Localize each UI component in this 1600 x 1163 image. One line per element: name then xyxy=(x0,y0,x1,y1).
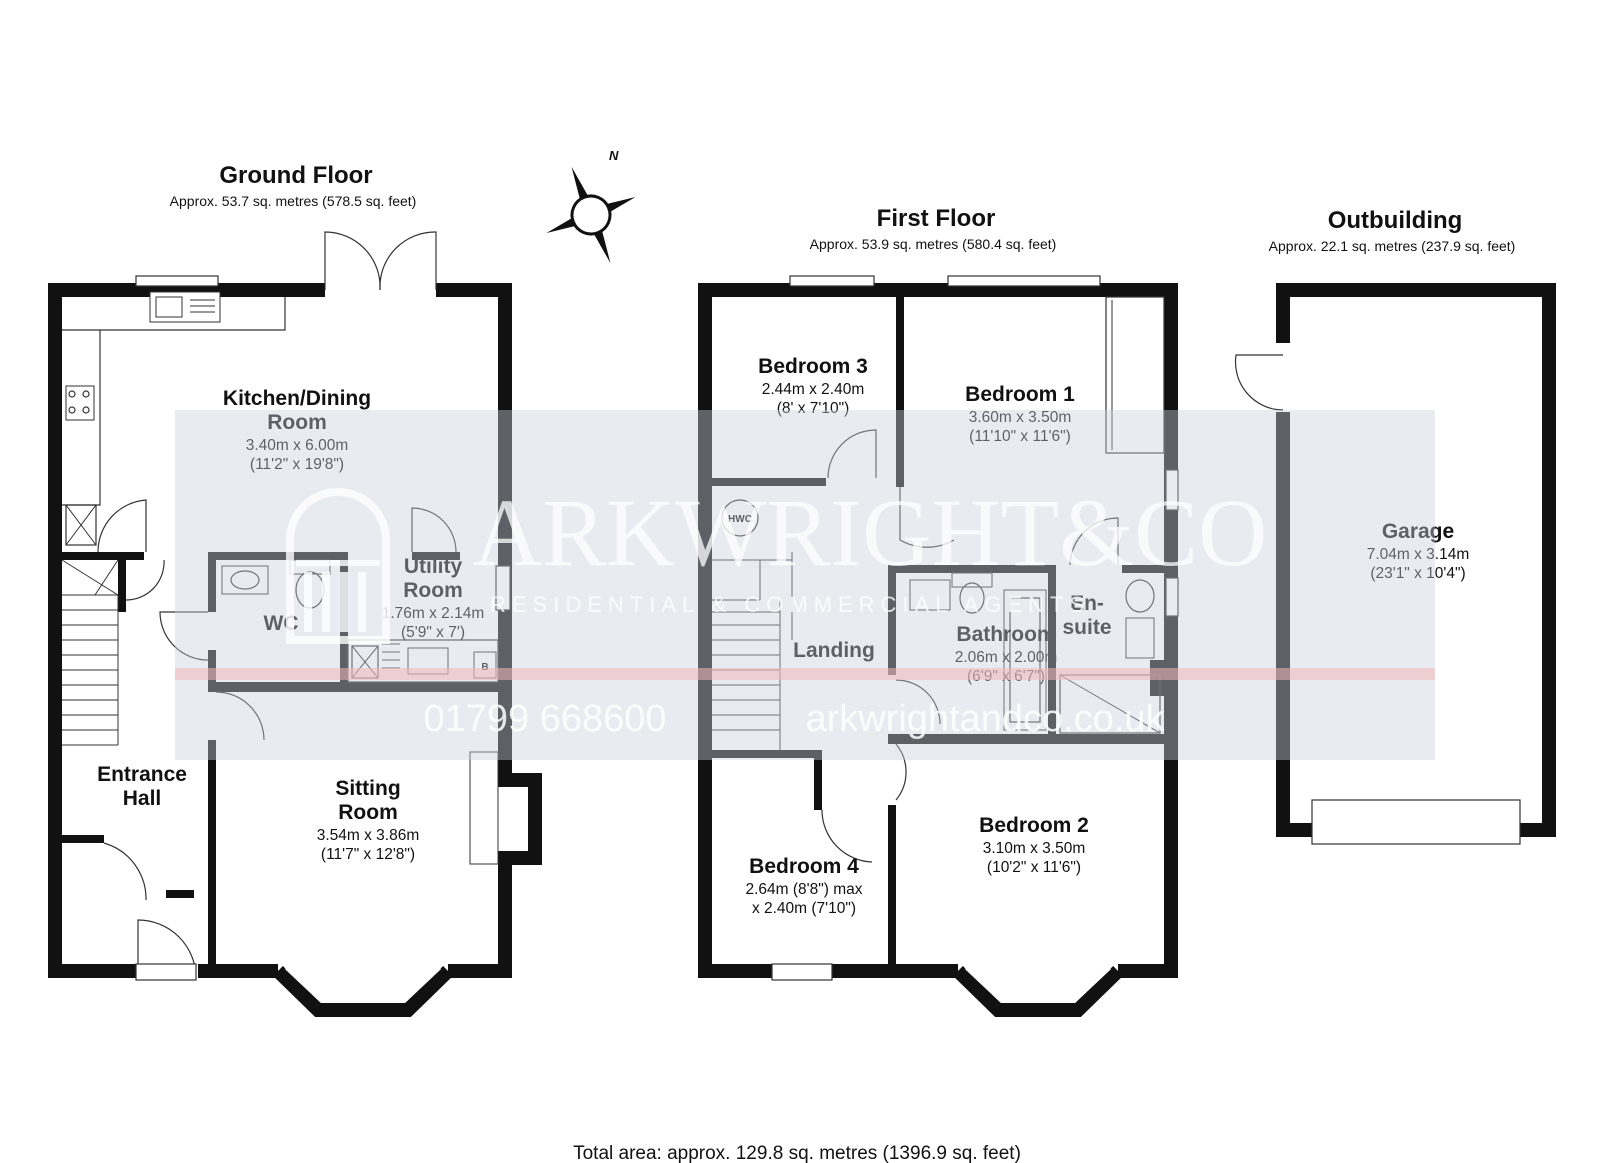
watermark-phone: 01799 668600 xyxy=(423,698,666,740)
watermark-tagline: RESIDENTIAL & COMMERCIAL AGENTS xyxy=(490,592,1090,617)
room-ensuite: En- suite xyxy=(1062,592,1111,639)
svg-text:x 2.40m (7'10"): x 2.40m (7'10") xyxy=(752,900,856,917)
svg-text:2.06m x 2.00m: 2.06m x 2.00m xyxy=(955,649,1058,666)
watermark-logo-icon xyxy=(286,488,390,644)
svg-text:Entrance: Entrance xyxy=(97,763,187,786)
svg-text:3.40m x 6.00m: 3.40m x 6.00m xyxy=(246,437,349,454)
svg-text:Bedroom 2: Bedroom 2 xyxy=(979,814,1089,837)
svg-text:Hall: Hall xyxy=(123,787,162,810)
svg-text:7.04m x 3.14m: 7.04m x 3.14m xyxy=(1367,546,1470,563)
svg-text:Landing: Landing xyxy=(793,639,875,662)
svg-text:(11'2" x 19'8"): (11'2" x 19'8") xyxy=(250,456,344,473)
svg-text:1.76m x 2.14m: 1.76m x 2.14m xyxy=(382,605,485,622)
svg-text:Bathroom: Bathroom xyxy=(956,623,1055,646)
outbuilding-title: Outbuilding xyxy=(1328,207,1463,234)
svg-text:Room: Room xyxy=(267,411,327,434)
svg-text:En-: En- xyxy=(1070,592,1104,615)
watermark: ARKWRIGHT&CO RESIDENTIAL & COMMERCIAL AG… xyxy=(175,410,1435,760)
first-floor-title: First Floor xyxy=(877,205,996,232)
svg-text:Room: Room xyxy=(338,801,398,824)
room-kitchen-dining: Kitchen/Dining Room 3.40m x 6.00m (11'2"… xyxy=(223,387,371,473)
svg-text:Bedroom 3: Bedroom 3 xyxy=(758,355,868,378)
svg-text:(23'1" x 10'4"): (23'1" x 10'4") xyxy=(1370,565,1465,582)
svg-text:2.44m x 2.40m: 2.44m x 2.40m xyxy=(762,381,865,398)
hwc-label: HWC xyxy=(728,514,752,525)
room-bedroom-4: Bedroom 4 2.64m (8'8") max x 2.40m (7'10… xyxy=(746,855,863,917)
svg-text:3.10m x 3.50m: 3.10m x 3.50m xyxy=(983,840,1086,857)
svg-text:3.54m x 3.86m: 3.54m x 3.86m xyxy=(317,827,420,844)
room-bedroom-1: Bedroom 1 3.60m x 3.50m (11'10" x 11'6") xyxy=(965,383,1075,445)
ground-floor-area: Approx. 53.7 sq. metres (578.5 sq. feet) xyxy=(170,193,417,209)
room-entrance-hall: Entrance Hall xyxy=(97,763,187,810)
ground-floor-title: Ground Floor xyxy=(219,162,372,189)
room-bedroom-3: Bedroom 3 2.44m x 2.40m (8' x 7'10") xyxy=(758,355,868,417)
svg-text:(8' x 7'10"): (8' x 7'10") xyxy=(777,400,850,417)
svg-text:(5'9" x 7'): (5'9" x 7') xyxy=(401,624,465,641)
outbuilding-plan xyxy=(1234,283,1556,845)
room-garage: Garage 7.04m x 3.14m (23'1" x 10'4") xyxy=(1367,520,1470,582)
first-floor-area: Approx. 53.9 sq. metres (580.4 sq. feet) xyxy=(810,236,1057,252)
svg-text:Bedroom 1: Bedroom 1 xyxy=(965,383,1075,406)
first-floor-plan: HWC xyxy=(698,275,1179,1017)
svg-text:2.64m (8'8") max: 2.64m (8'8") max xyxy=(746,881,863,898)
outbuilding-area: Approx. 22.1 sq. metres (237.9 sq. feet) xyxy=(1269,238,1516,254)
room-bedroom-2: Bedroom 2 3.10m x 3.50m (10'2" x 11'6") xyxy=(979,814,1089,876)
watermark-website: arkwrightandco.co.uk xyxy=(805,698,1165,740)
room-landing: Landing xyxy=(793,639,875,662)
room-utility: Utility Room 1.76m x 2.14m (5'9" x 7') xyxy=(382,555,485,641)
svg-text:Utility: Utility xyxy=(404,555,463,578)
svg-text:(11'7" x 12'8"): (11'7" x 12'8") xyxy=(321,846,415,863)
room-sitting: Sitting Room 3.54m x 3.86m (11'7" x 12'8… xyxy=(317,777,420,863)
boiler-label: B xyxy=(481,662,488,673)
svg-text:3.60m x 3.50m: 3.60m x 3.50m xyxy=(969,409,1072,426)
svg-text:suite: suite xyxy=(1062,616,1111,639)
compass-icon xyxy=(546,166,636,264)
svg-text:(11'10" x 11'6"): (11'10" x 11'6") xyxy=(969,428,1071,445)
compass-north-label: N xyxy=(609,148,619,163)
svg-text:Bedroom 4: Bedroom 4 xyxy=(749,855,859,878)
svg-text:(10'2" x 11'6"): (10'2" x 11'6") xyxy=(987,859,1081,876)
svg-text:Kitchen/Dining: Kitchen/Dining xyxy=(223,387,371,410)
svg-text:Room: Room xyxy=(403,579,463,602)
svg-text:Sitting: Sitting xyxy=(335,777,400,800)
total-area: Total area: approx. 129.8 sq. metres (13… xyxy=(573,1143,1021,1163)
svg-text:Garage: Garage xyxy=(1382,520,1454,543)
watermark-company-name: ARKWRIGHT&CO xyxy=(473,479,1268,586)
